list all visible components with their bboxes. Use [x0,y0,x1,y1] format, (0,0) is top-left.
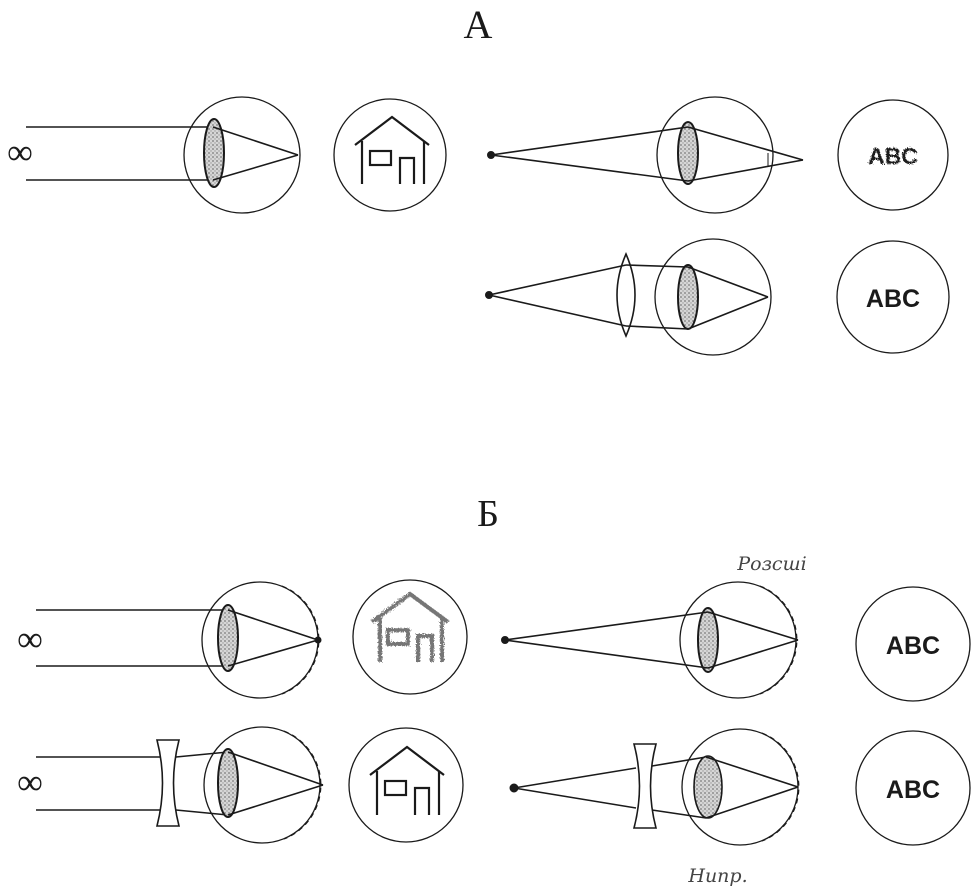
diverged-ray-bottom [175,809,229,816]
sharp-letters: ABC [866,285,920,313]
elongated-eyeball-outline [283,730,322,840]
eyeball-icon [203,726,321,844]
incident-ray-top [490,126,689,156]
eyeball-icon [654,238,772,356]
blurred-house-view [352,579,468,695]
between-ray-top [625,264,689,268]
refracted-ray-top [687,266,769,298]
panel-b-far-eye-group: ∞ [17,581,322,699]
panel-a-far-eye-group: ∞ [7,96,301,214]
incident-ray-bottom [513,787,637,809]
refracted-ray-top [705,756,799,788]
panel-b-label: Б [477,493,499,535]
blurred-house-icon [370,591,450,662]
eye-lens-icon [203,118,225,188]
elongated-eyeball-outline [759,585,798,695]
handwritten-note-top: Розсші [736,553,806,575]
view-circle [352,579,468,695]
view-circle [855,586,971,702]
convex-lens-icon [616,252,636,338]
focus-point-icon [314,636,322,644]
diverged-ray-bottom [651,809,707,819]
refracted-ray-top [707,611,799,641]
incident-ray-bottom [488,294,627,327]
concave-lens-icon [155,739,181,827]
view-circle [836,240,950,354]
near-letters-view: ABC [855,586,971,702]
house-icon [369,745,445,815]
blurred-letters-view: ABC [837,99,949,211]
infinity-symbol: ∞ [17,619,43,659]
sharp-house-view-corrected [348,727,464,843]
refracted-ray-top [227,751,324,786]
view-circle [348,727,464,843]
incident-ray-top [513,767,637,789]
refracted-ray-bottom [687,296,769,330]
refracted-ray-bottom [687,159,804,182]
incident-ray-bottom [490,154,689,182]
view-circle [333,98,447,212]
infinity-symbol: ∞ [17,762,43,802]
house-icon [354,115,430,184]
elongated-eyeball-outline [281,585,320,695]
eye-lens-icon [677,264,699,330]
refracted-ray-bottom [707,639,799,669]
panel-b-corrected-far-eye-group: ∞ [17,726,324,844]
concave-lens-icon [632,743,658,829]
incident-ray-bottom [504,639,709,669]
blurred-letters: ABC [868,143,918,169]
near-letters: ABC [886,632,940,660]
panel-a-near-eye-group [487,96,804,214]
view-circle [855,730,971,846]
refracted-ray-bottom [227,639,319,667]
incident-ray-top [488,264,627,296]
between-ray-bottom [625,325,689,330]
eye-lens-icon [693,755,723,819]
diverged-ray-top [175,751,229,758]
eyeball-icon [656,96,774,214]
eye-lens-icon [217,748,239,818]
sharp-letters-view: ABC [836,240,950,354]
handwritten-note-bottom: Нипр. [687,865,747,887]
refracted-ray-bottom [227,784,324,816]
near-letters-corrected: ABC [886,776,940,804]
panel-a-label: А [464,2,493,47]
infinity-symbol: ∞ [7,132,33,172]
refracted-ray-top [227,609,319,641]
eye-lens-icon [677,121,699,185]
eyeball-icon [183,96,301,214]
refracted-ray-top [212,126,299,156]
near-letters-view-corrected: ABC [855,730,971,846]
refracted-ray-bottom [212,154,299,181]
refracted-ray-bottom [705,786,799,819]
refracted-ray-top [687,126,804,161]
diverged-ray-top [651,756,707,767]
panel-b-corrected-near-eye-group [509,728,800,846]
sharp-house-view [333,98,447,212]
eye-lens-icon [697,607,719,673]
eye-lens-icon [217,604,239,672]
panel-a-corrected-eye-group [485,238,772,356]
incident-ray-top [504,611,709,641]
panel-b-near-eye-group [501,581,799,699]
elongated-eyeball-outline [761,732,800,842]
view-circle [837,99,949,211]
